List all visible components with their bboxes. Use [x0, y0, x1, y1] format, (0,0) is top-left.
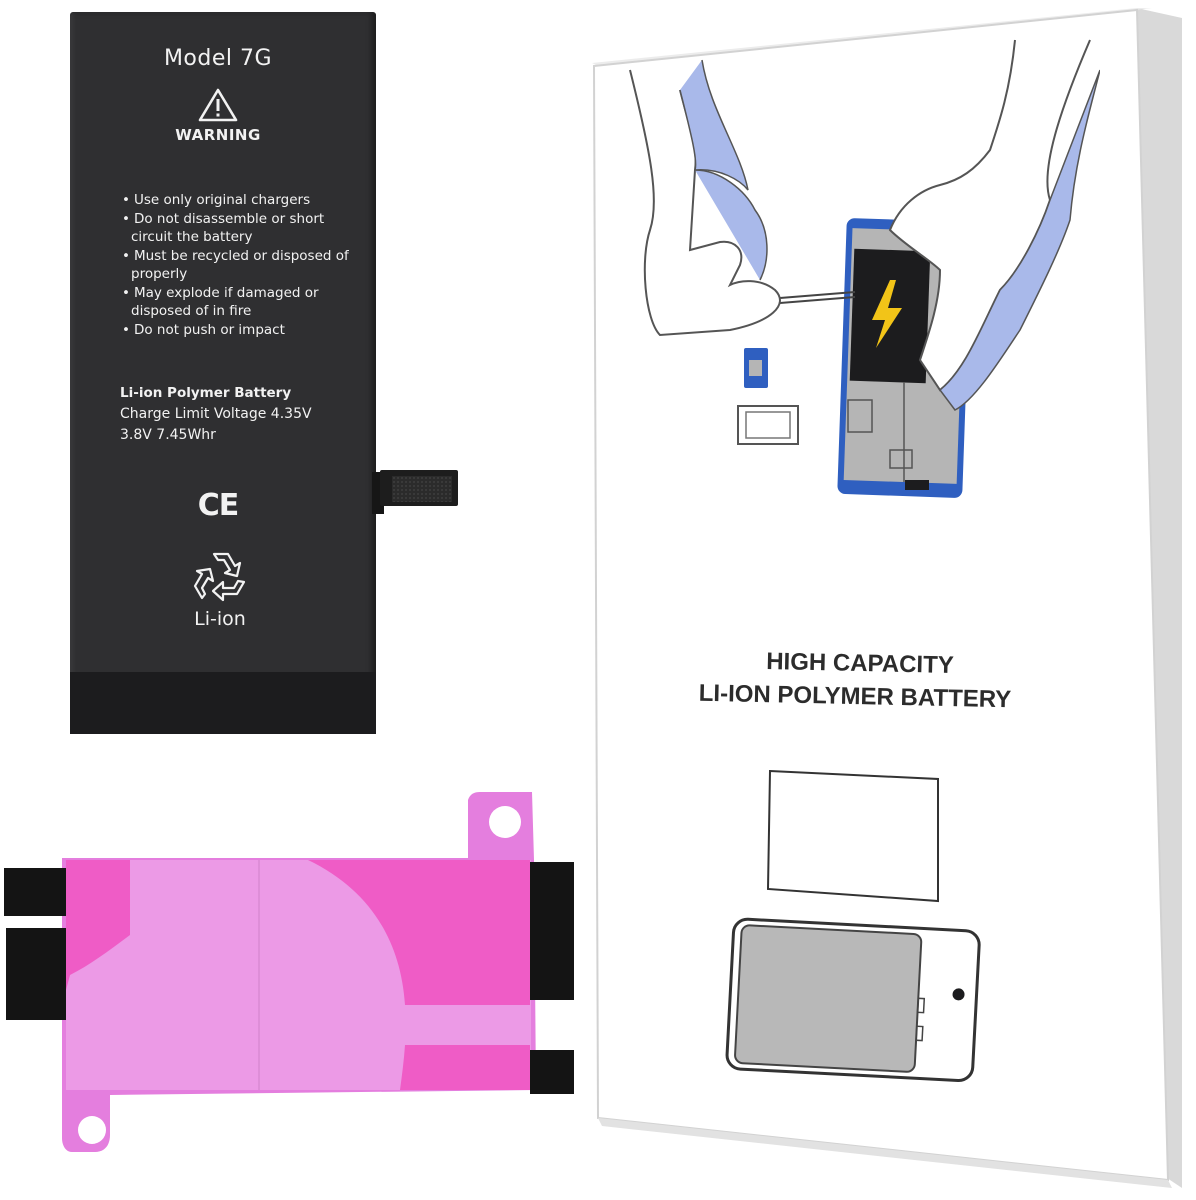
ce-mark: CE	[197, 488, 240, 523]
warning-item: Do not disassemble or short circuit the …	[117, 210, 357, 247]
battery-model-label: Model 7G	[163, 46, 273, 71]
warning-item: May explode if damaged or disposed of in…	[117, 284, 357, 321]
phone-battery-replacement-icon	[629, 39, 1100, 498]
warning-item: Do not push or impact	[117, 321, 357, 340]
battery-connector-foam	[392, 476, 452, 502]
battery-warning-title: WARNING	[175, 126, 261, 144]
battery-bottom-band	[70, 672, 376, 734]
warning-triangle-icon	[198, 88, 238, 122]
recycle-icon	[193, 552, 246, 602]
adhesive-strip-icon	[4, 792, 574, 1152]
battery-chemistry-label: Li-ion	[194, 608, 246, 630]
box-label-area	[766, 769, 939, 903]
lightning-bolt-icon	[872, 280, 902, 348]
battery-warning-list: Use only original chargers Do not disass…	[117, 191, 357, 339]
sim-tray-icon	[737, 405, 799, 445]
warning-item: Use only original chargers	[117, 191, 357, 210]
battery-rating-label: 3.8V 7.45Whr	[120, 427, 216, 443]
battery-type-label: Li-ion Polymer Battery	[120, 385, 292, 401]
battery-charge-limit-label: Charge Limit Voltage 4.35V	[120, 406, 312, 422]
warning-item: Must be recycled or disposed of properly	[117, 247, 357, 284]
battery-body	[70, 12, 376, 732]
sim-card-icon	[744, 348, 768, 388]
phone-outline-icon	[725, 917, 981, 1083]
